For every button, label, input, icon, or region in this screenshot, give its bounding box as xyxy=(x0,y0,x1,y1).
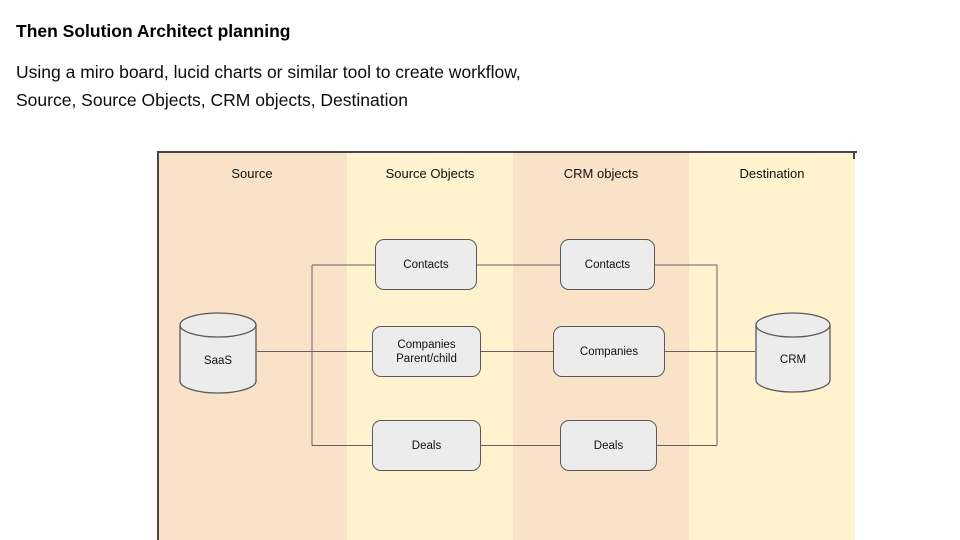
crm-label: CRM xyxy=(779,354,807,367)
node-label: Deals xyxy=(411,439,442,452)
source-object-contacts: Contacts xyxy=(375,239,477,290)
description-text: Using a miro board, lucid charts or simi… xyxy=(16,59,521,114)
lane-header-source-objects: Source Objects xyxy=(385,166,475,181)
node-label: Companies xyxy=(579,345,639,358)
crm-object-deals: Deals xyxy=(560,420,657,471)
node-label: Deals xyxy=(593,439,624,452)
node-label: Contacts xyxy=(584,258,631,271)
node-label: Contacts xyxy=(403,258,449,271)
cylinder-icon xyxy=(179,312,257,394)
crm-object-contacts: Contacts xyxy=(560,239,655,290)
cylinder-icon xyxy=(755,312,831,393)
saas-label: SaaS xyxy=(203,354,233,367)
diagram-border-left xyxy=(157,151,159,540)
node-label: Companies xyxy=(397,338,456,351)
diagram-border-right-stub xyxy=(853,151,855,159)
lane-header-crm-objects: CRM objects xyxy=(563,166,639,181)
lane-header-destination: Destination xyxy=(739,166,805,181)
diagram-border-top xyxy=(157,151,857,153)
description-line-1: Using a miro board, lucid charts or simi… xyxy=(16,62,521,82)
source-object-deals: Deals xyxy=(372,420,481,471)
page-title: Then Solution Architect planning xyxy=(16,21,291,41)
lane-header-source: Source xyxy=(231,166,273,181)
workflow-diagram: Source Source Objects CRM objects Destin… xyxy=(157,151,857,540)
node-label-line2: Parent/child xyxy=(396,352,457,365)
description-line-2: Source, Source Objects, CRM objects, Des… xyxy=(16,89,408,110)
saas-database-shape: SaaS xyxy=(179,312,257,394)
crm-object-companies: Companies xyxy=(553,326,665,377)
source-object-companies: Companies Parent/child xyxy=(372,326,481,377)
crm-database-shape: CRM xyxy=(755,312,831,393)
